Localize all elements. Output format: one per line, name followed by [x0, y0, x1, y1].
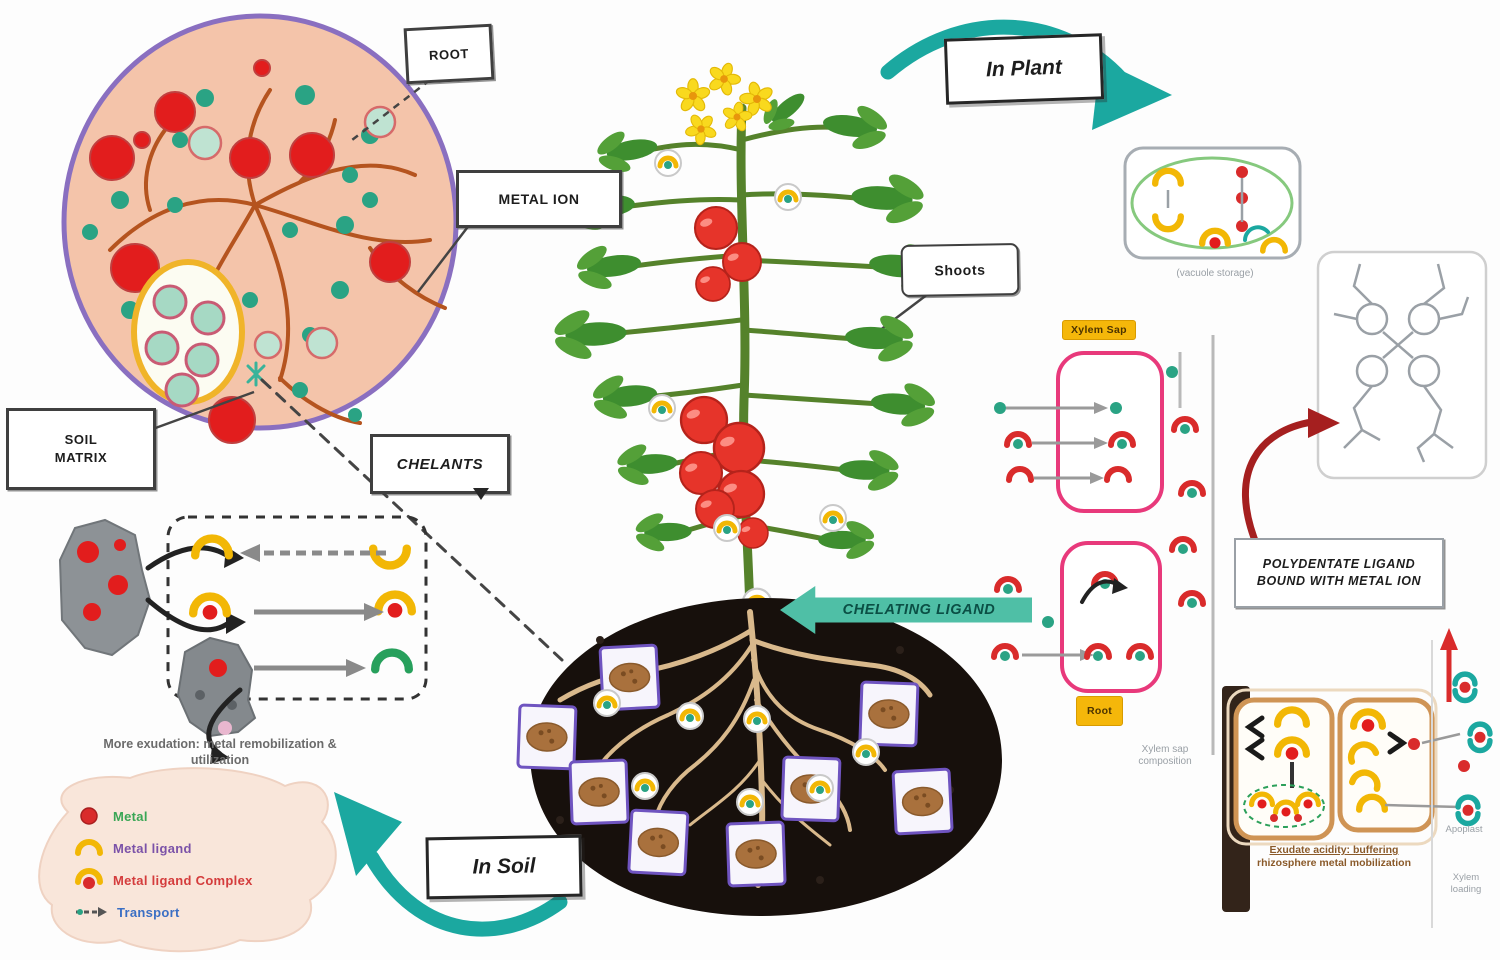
xylem-composition-line2: composition: [1138, 756, 1192, 767]
chelants-pointer: [473, 488, 489, 500]
legend-row-metal-ligand: Metal ligand: [74, 832, 324, 864]
xylem-transport-panel: [994, 335, 1215, 755]
xylem-loading-caption: Xylem loading: [1434, 872, 1498, 896]
soil-matrix-line1: SOIL: [64, 432, 98, 447]
root-label: ROOT: [403, 23, 495, 85]
xylem-composition-caption: Xylem sap composition: [1100, 744, 1230, 768]
exudate-caption-line2: rhizosphere metal mobilization: [1256, 857, 1412, 869]
in-soil-banner: In Soil: [425, 834, 583, 900]
soil-particle-rock-2: [176, 636, 257, 738]
in-plant-banner: In Plant: [943, 33, 1105, 105]
in-soil-arrow: [334, 792, 568, 937]
in-soil-banner-text: In Soil: [472, 854, 536, 879]
legend-label-metal-ligand: Metal ligand: [113, 840, 192, 856]
complex-granules: [187, 105, 397, 360]
xylem-strip: [1440, 628, 1490, 824]
chelants-label-text: CHELANTS: [396, 455, 484, 473]
root-label-text: ROOT: [428, 45, 470, 63]
polydentate-label: POLYDENTATE LIGAND BOUND WITH METAL ION: [1234, 538, 1444, 608]
plant-flowers: [674, 57, 780, 152]
shoots-label: Shoots: [900, 242, 1020, 298]
apoplast-caption-text: Apoplast: [1445, 824, 1483, 835]
legend-row-complex: Metal ligand Complex: [74, 864, 324, 896]
xylem-composition-line1: Xylem sap: [1141, 744, 1189, 755]
exudation-note-line1: More exudation: metal remobilization &: [103, 737, 337, 751]
chelating-ligand-text: CHELATING LIGAND: [842, 602, 996, 618]
metal-ion-dots: [89, 59, 411, 444]
vacuole-caption: (vacuole storage): [1150, 268, 1280, 280]
polydentate-line2: BOUND WITH METAL ION: [1256, 574, 1422, 588]
xylem-loading-line1: Xylem: [1452, 872, 1480, 883]
polydentate-line1: POLYDENTATE LIGAND: [1262, 557, 1416, 571]
xylem-loading-line2: loading: [1450, 884, 1482, 895]
legend-bubble: [38, 767, 337, 953]
to-chlorophyll-arrow: [1242, 408, 1340, 552]
apoplast-caption: Apoplast: [1428, 824, 1500, 836]
shoots-label-text: Shoots: [934, 261, 986, 279]
soil-roots: [557, 609, 933, 888]
in-plant-banner-text: In Plant: [985, 55, 1063, 82]
transport-icon: [76, 907, 107, 917]
exudation-note: More exudation: metal remobilization & u…: [55, 736, 385, 768]
exudate-caption-line1: Exudate acidity: buffering: [1269, 844, 1399, 856]
soil-matrix-line2: MATRIX: [54, 450, 108, 465]
leaf-cell-panel: [1123, 146, 1302, 260]
exudate-caption: Exudate acidity: buffering rhizosphere m…: [1236, 844, 1432, 870]
xylem-sap-tag-text: Xylem Sap: [1071, 324, 1127, 336]
legend-label-complex: Metal ligand Complex: [113, 872, 253, 888]
mineral-pocket: [131, 259, 245, 408]
chelants-label: CHELANTS: [370, 434, 510, 500]
soil-blob: [516, 598, 1002, 916]
legend: Metal Metal ligand Metal ligand Complex …: [74, 800, 324, 928]
xylem-sap-tag: Xylem Sap: [1062, 320, 1136, 340]
chlorophyll-molecule-panel: [1316, 250, 1488, 480]
soil-matrix-micrograph: [61, 13, 459, 444]
molecule-sketch: [1333, 263, 1470, 463]
tomato-plant: [549, 57, 943, 618]
desorption-arrows: [145, 545, 233, 633]
legend-label-metal: Metal: [113, 808, 148, 824]
legend-row-transport: Transport: [74, 896, 324, 928]
metal-ion-label: METAL ION: [456, 170, 622, 228]
ligand-exchange-panel: [58, 515, 428, 764]
soil-matrix-label: SOIL MATRIX: [6, 408, 156, 490]
vacuole-caption-text: (vacuole storage): [1176, 268, 1254, 279]
metal-ligand-icon: [75, 839, 103, 856]
root-tag-text: Root: [1087, 705, 1113, 717]
soil-particle-rock: [58, 518, 152, 657]
root-tag: Root: [1076, 696, 1124, 726]
legend-label-transport: Transport: [117, 904, 180, 920]
metal-ligand-complex-icon: [75, 868, 103, 889]
metal-icon: [80, 807, 98, 825]
root-cell-panel: [1222, 628, 1490, 928]
exudation-note-line2: utilization: [190, 753, 250, 767]
metal-ion-label-text: METAL ION: [498, 191, 580, 207]
legend-row-metal: Metal: [74, 800, 324, 832]
